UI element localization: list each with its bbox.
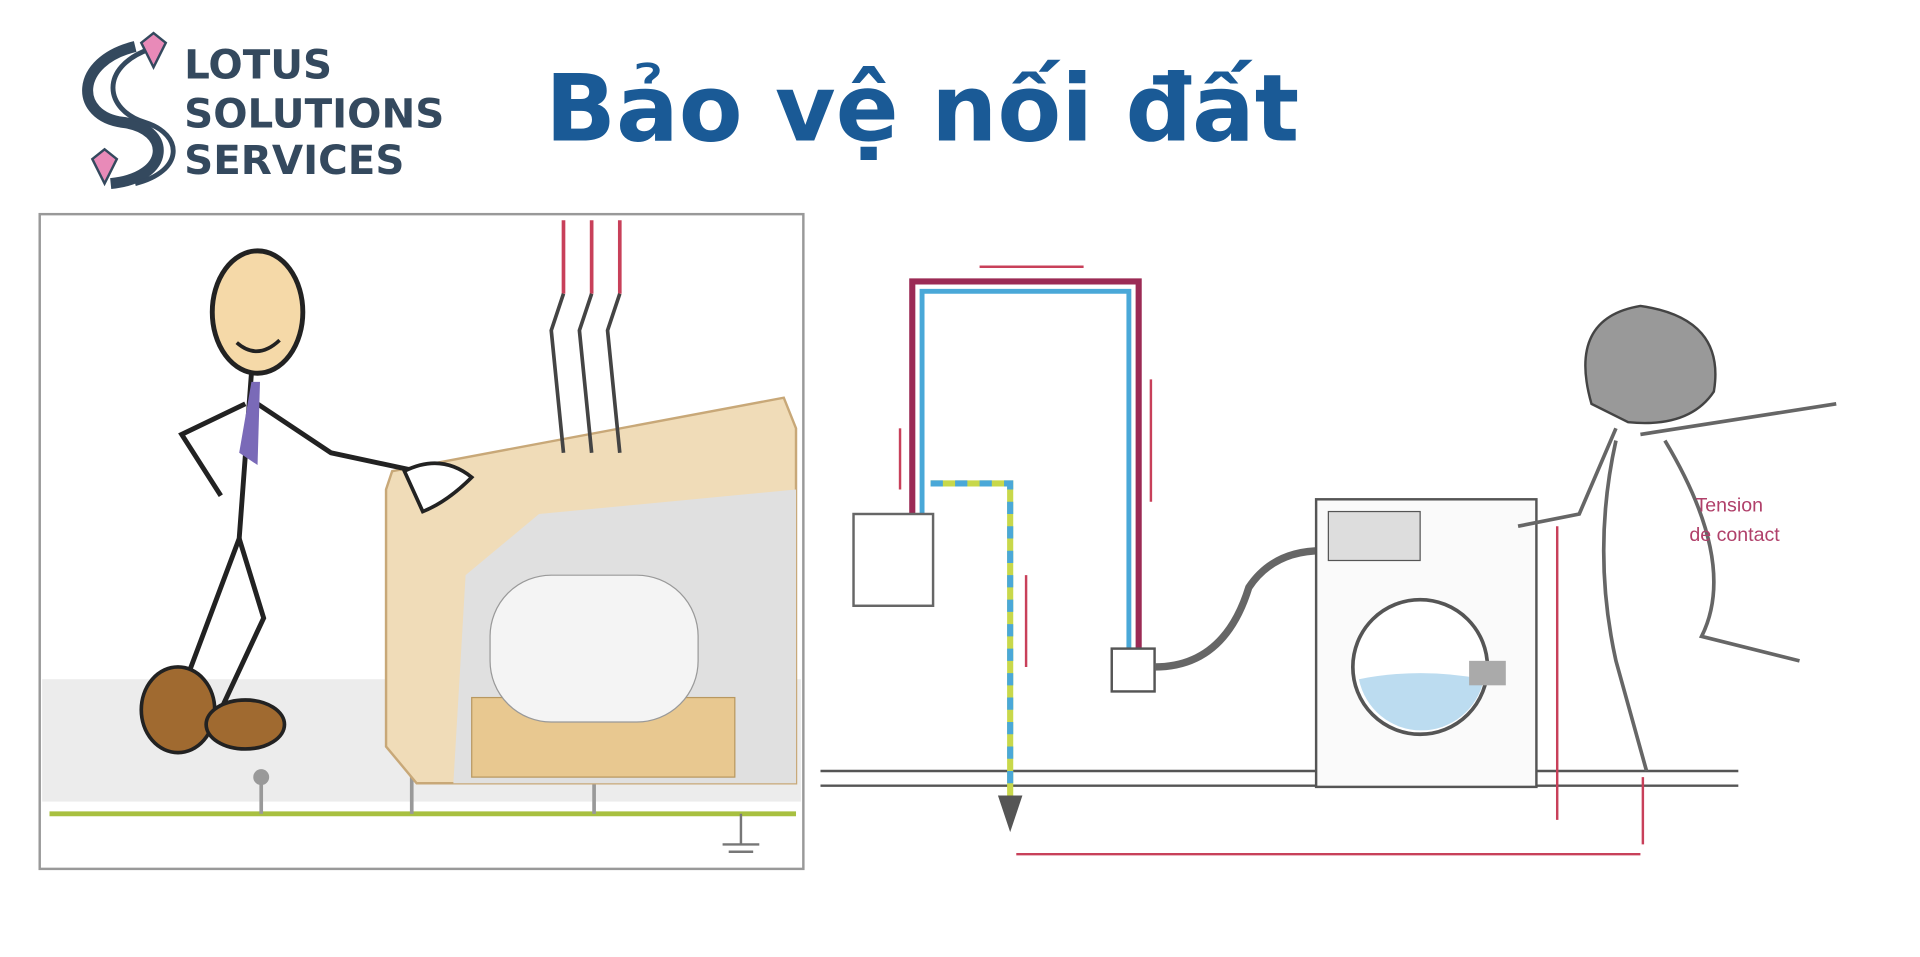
logo-line3: SERVICES	[184, 137, 404, 184]
tension-label-1: Tension	[1695, 495, 1762, 517]
right-illustration: Tension de contact	[820, 265, 1837, 856]
left-illustration	[38, 212, 805, 871]
tension-label-2: de contact	[1689, 524, 1780, 546]
page-title: Bảo vệ nối đất	[545, 55, 1299, 163]
logo-line1: LOTUS	[184, 41, 332, 88]
logo-line2: SOLUTIONS	[184, 90, 444, 137]
lotus-logo: LOTUS SOLUTIONS SERVICES	[82, 31, 444, 190]
